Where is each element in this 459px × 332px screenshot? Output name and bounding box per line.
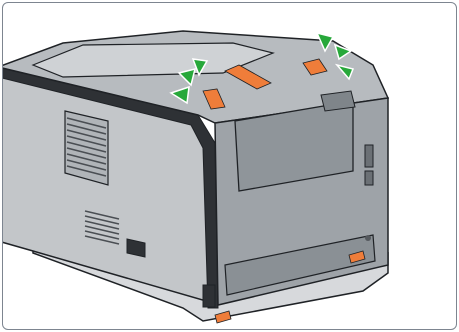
- screw-hole: [365, 235, 371, 241]
- power-connector: [203, 285, 215, 307]
- rear-cover-handle: [321, 91, 355, 111]
- side-vent-upper: [65, 111, 108, 185]
- printer-illustration: [3, 3, 456, 329]
- connector-slot: [365, 145, 373, 167]
- illustration-frame: [2, 2, 457, 330]
- connector-slot: [365, 171, 373, 185]
